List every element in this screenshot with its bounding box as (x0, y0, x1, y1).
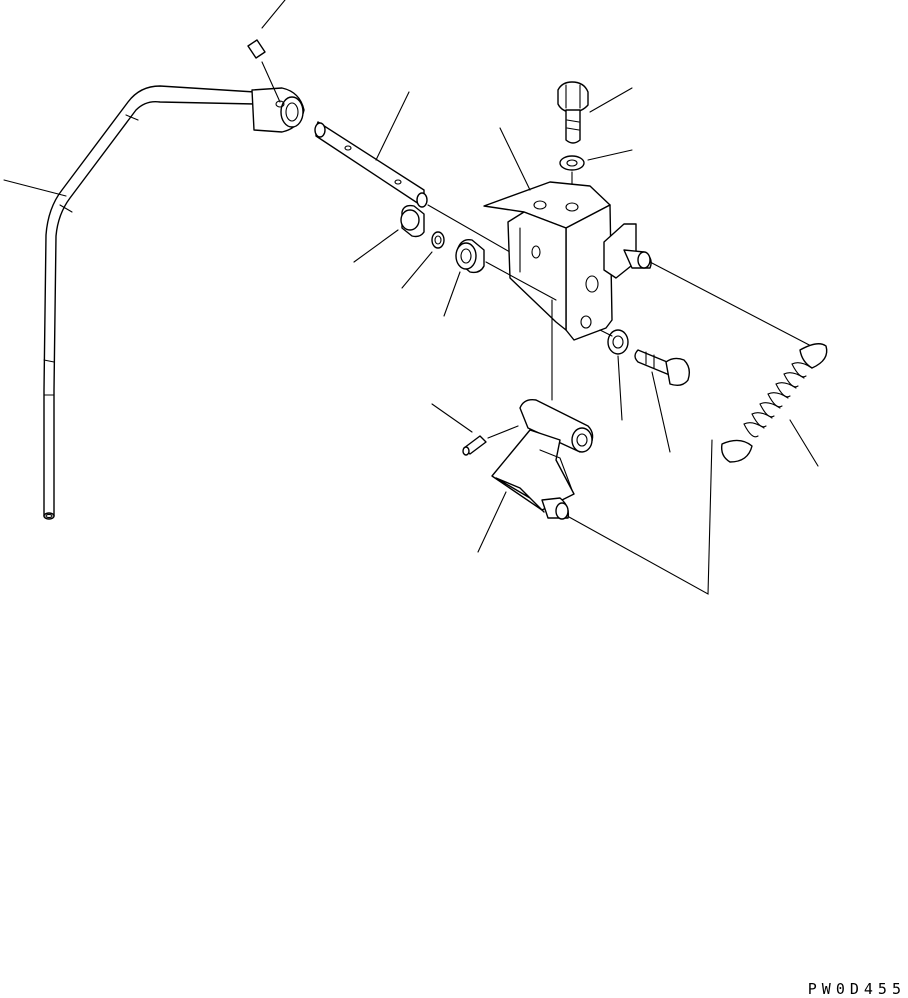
drawing-code: PW0D455 (807, 980, 906, 998)
bracket (483, 127, 613, 401)
rod-end-clevis (251, 87, 305, 133)
bolt-top (557, 81, 633, 144)
pin-top (247, 0, 286, 103)
lever-rod (43, 85, 256, 520)
bushing-right (443, 238, 557, 317)
bushing-left (353, 204, 425, 263)
washer-mid (599, 329, 629, 421)
pin-lower (431, 403, 519, 456)
washer-small (401, 231, 445, 289)
bolt-mid (634, 349, 691, 453)
washer-top (559, 149, 633, 195)
leader-rod (3, 179, 67, 197)
lever-lower (477, 398, 594, 553)
spring (559, 343, 828, 595)
bracket-stud (603, 223, 816, 349)
shaft (314, 91, 516, 256)
